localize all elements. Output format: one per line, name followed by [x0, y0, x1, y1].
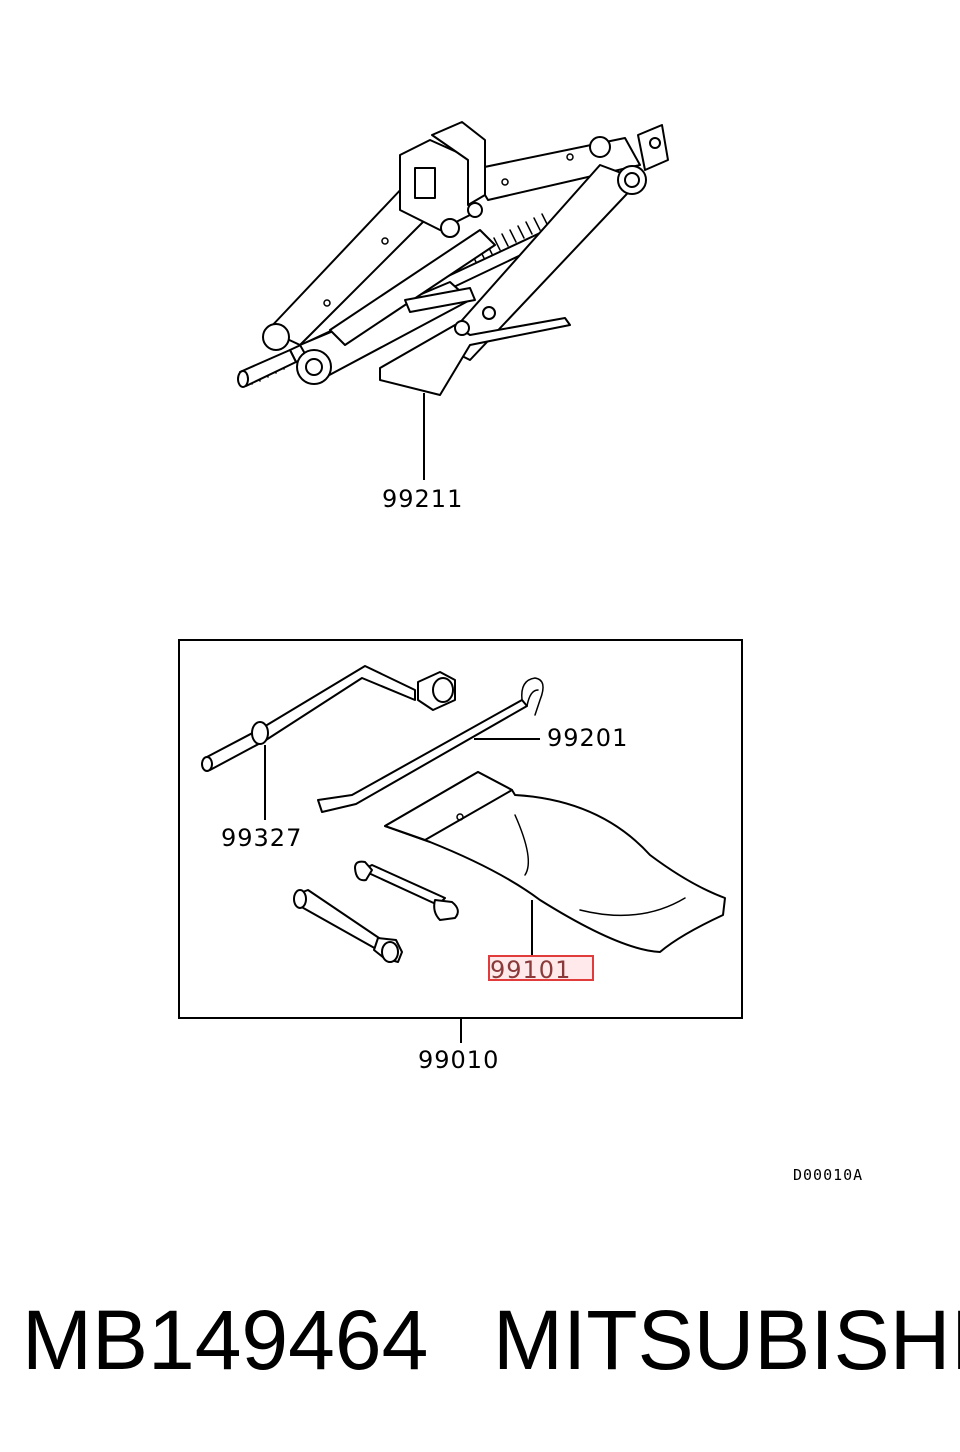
spanner-illustration: [354, 860, 459, 921]
tool-bag-illustration: [384, 771, 726, 953]
callout-99211: 99211: [382, 485, 463, 513]
part-number: MB149464: [22, 1293, 429, 1387]
jack-saddle: [399, 121, 486, 238]
callout-99327: 99327: [221, 824, 302, 852]
callout-99010: 99010: [418, 1046, 499, 1074]
highlight-box: [488, 955, 594, 981]
tire-lever-illustration: [317, 677, 544, 813]
parts-diagram: 99211 99201 99: [178, 121, 863, 1184]
scissor-jack-illustration: [237, 121, 669, 396]
brand-name: MITSUBISHI: [493, 1293, 960, 1387]
jack-handle-illustration: [201, 665, 456, 772]
footer-caption: MB149464 MITSUBISHI: [0, 1290, 960, 1400]
socket-wrench-illustration: [293, 889, 403, 963]
callout-99101: 99101: [490, 956, 571, 984]
diagram-code: D00010A: [793, 1166, 863, 1184]
callout-99201: 99201: [547, 724, 628, 752]
